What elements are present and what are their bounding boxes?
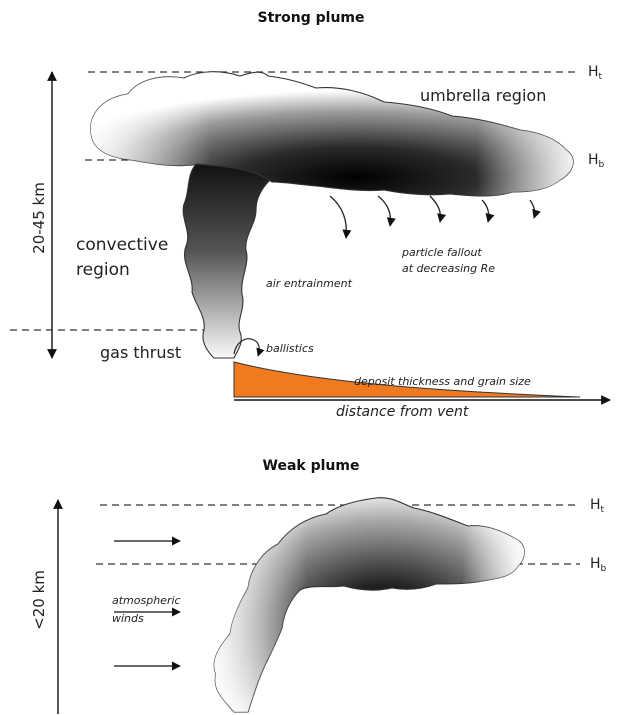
convective-region-label-2: region bbox=[76, 260, 130, 280]
deposit-label: deposit thickness and grain size bbox=[354, 375, 531, 388]
fallout-arrows bbox=[329, 195, 541, 239]
winds-label-2: winds bbox=[112, 612, 144, 625]
ballistics-label: ballistics bbox=[266, 342, 314, 355]
air-entrainment-label: air entrainment bbox=[266, 277, 353, 290]
distance-label: distance from vent bbox=[336, 404, 469, 420]
ballistics-trajectory bbox=[233, 338, 265, 357]
strong-hb-label: Hb bbox=[588, 152, 605, 170]
winds-label-1: atmospheric bbox=[112, 594, 181, 607]
weak-height-label: <20 km bbox=[30, 570, 48, 630]
strong-height-label: 20-45 km bbox=[30, 182, 48, 254]
weak-plume-title: Weak plume bbox=[263, 458, 360, 474]
gas-thrust-label: gas thrust bbox=[100, 343, 181, 362]
strong-plume-title: Strong plume bbox=[257, 10, 364, 26]
convective-column bbox=[182, 163, 271, 359]
umbrella-region-label: umbrella region bbox=[420, 86, 546, 105]
convective-region-label-1: convective bbox=[76, 235, 168, 255]
deposit-wedge bbox=[233, 361, 581, 398]
weak-bent-plume bbox=[213, 497, 525, 713]
strong-ht-label: Ht bbox=[588, 64, 603, 82]
weak-hb-label: Hb bbox=[590, 556, 607, 574]
fallout-label-1: particle fallout bbox=[401, 246, 482, 259]
fallout-label-2: at decreasing Re bbox=[402, 262, 495, 275]
weak-ht-label: Ht bbox=[590, 497, 605, 515]
wind-arrows bbox=[114, 536, 181, 671]
